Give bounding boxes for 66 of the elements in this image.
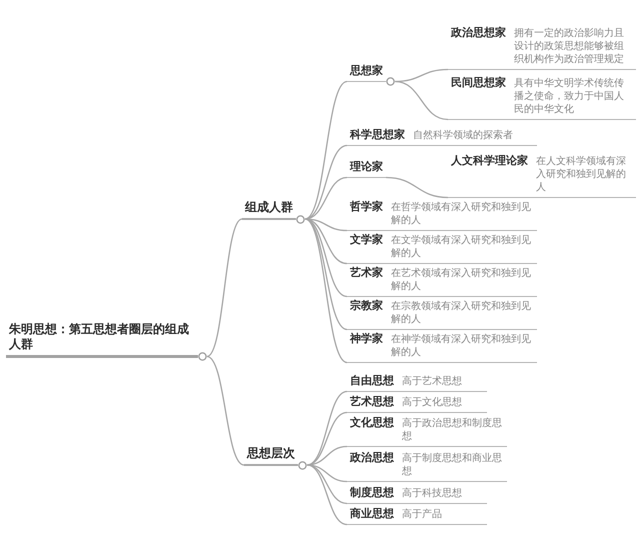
topic-note: 在宗教领域有深入研究和独到见解的人 — [391, 300, 532, 326]
branch-connector — [304, 218, 348, 364]
topic-note: 在神学领域有深入研究和独到见解的人 — [391, 332, 532, 359]
branch-connector — [206, 356, 244, 466]
topic-note: 在人文科学领域有深入研究和独到见解的人 — [536, 154, 627, 194]
topic-note: 高于文化思想 — [402, 396, 463, 409]
branch-connector — [306, 464, 348, 526]
topic-title: 朱明思想：第五思想者圈层的组成人群 — [9, 322, 190, 352]
topic-title: 理论家 — [350, 160, 383, 174]
mind-map-topic — [347, 451, 507, 482]
mind-map-topic — [347, 128, 537, 146]
mind-map-topic — [347, 233, 537, 264]
topic-title: 哲学家 — [350, 200, 383, 214]
topic-title: 文学家 — [350, 233, 383, 247]
mind-map-topic — [347, 416, 507, 447]
mind-map-topic — [347, 374, 487, 392]
mind-map-topic — [347, 200, 537, 231]
topic-title: 自由思想 — [350, 374, 394, 388]
mind-map-topic — [244, 446, 298, 466]
topic-title: 神学家 — [350, 332, 383, 346]
mind-map-topic — [448, 76, 636, 120]
branch-connector — [206, 218, 242, 358]
mind-map-topic — [347, 266, 537, 297]
branch-connector — [306, 446, 348, 466]
topic-note: 高于科技思想 — [402, 486, 463, 500]
topic-title: 政治思想家 — [451, 26, 506, 40]
topic-title: 艺术思想 — [350, 395, 394, 409]
topic-title: 艺术家 — [350, 266, 383, 280]
mind-map-topic — [347, 299, 537, 330]
topic-title: 组成人群 — [245, 200, 293, 215]
branch-connector — [386, 176, 448, 198]
mind-map-topic — [347, 160, 386, 178]
topic-note: 高于产品 — [402, 508, 443, 521]
topic-note: 高于艺术思想 — [402, 374, 463, 388]
topic-title: 民间思想家 — [451, 76, 506, 90]
topic-title: 政治思想 — [350, 451, 394, 465]
mind-map-topic — [6, 322, 198, 358]
topic-title: 思想家 — [350, 64, 383, 78]
topic-note: 在文学领域有深入研究和独到见解的人 — [391, 234, 532, 260]
mind-map-topic — [448, 154, 636, 198]
mind-map-topic — [242, 200, 296, 220]
mind-map-topic — [347, 332, 537, 363]
branch-connector — [306, 390, 348, 466]
topic-title: 商业思想 — [350, 507, 394, 521]
topic-title: 人文科学理论家 — [451, 154, 528, 168]
topic-note: 拥有一定的政治影响力且设计的政策思想能够被组织机构作为政治管理规定 — [514, 26, 625, 66]
topic-title: 制度思想 — [350, 486, 394, 500]
branch-connector — [306, 412, 348, 466]
mind-map-topic — [347, 395, 487, 413]
topic-note: 在艺术领域有深入研究和独到见解的人 — [391, 266, 532, 293]
topic-title: 宗教家 — [350, 299, 383, 313]
branch-connector — [394, 80, 448, 120]
topic-title: 科学思想家 — [350, 128, 405, 142]
topic-note: 在哲学领域有深入研究和独到见解的人 — [391, 200, 532, 227]
mind-map-topic — [347, 486, 487, 504]
topic-note: 具有中华文明学术传统传播之使命，致力于中国人民的中华文化 — [514, 76, 625, 116]
topic-note: 高于政治思想和制度思想 — [402, 416, 503, 443]
mind-map-topic — [347, 507, 487, 525]
topic-note: 自然科学领域的探索者 — [413, 128, 514, 142]
mind-map-topic — [448, 26, 636, 70]
branch-connector — [304, 80, 348, 220]
topic-title: 文化思想 — [350, 416, 394, 430]
topic-title: 思想层次 — [247, 446, 295, 461]
branch-connector — [306, 464, 348, 504]
mind-map-topic — [347, 64, 386, 82]
topic-note: 高于制度思想和商业思想 — [402, 452, 503, 478]
